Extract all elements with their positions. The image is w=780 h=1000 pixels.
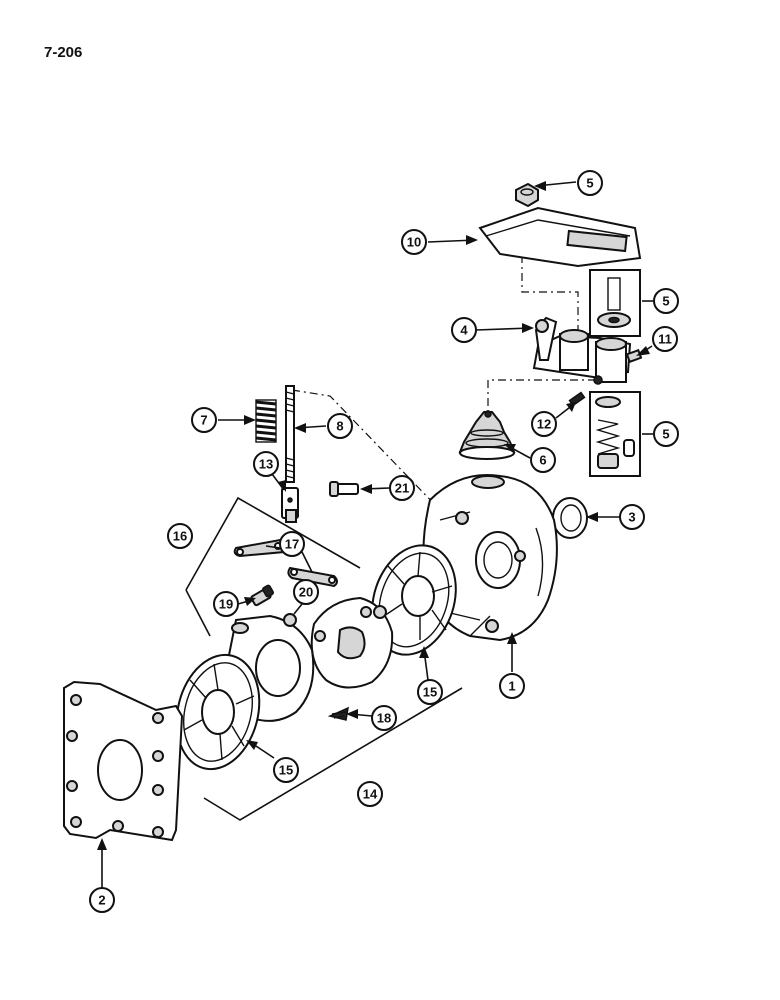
svg-text:12: 12 — [537, 417, 551, 432]
part-18-spring-clip — [327, 706, 349, 721]
callout-7: 7 — [191, 407, 217, 433]
callout-9: 5 — [577, 170, 603, 196]
callout-2: 2 — [89, 887, 115, 913]
part-9-nut — [515, 182, 539, 208]
part-15-left-friction-disc — [175, 653, 261, 771]
alignment-lines — [291, 255, 596, 511]
svg-text:1: 1 — [508, 679, 515, 694]
callout-15-left: 15 — [273, 757, 299, 783]
svg-text:17: 17 — [285, 537, 299, 552]
svg-text:21: 21 — [395, 481, 409, 496]
svg-text:4: 4 — [460, 323, 468, 338]
leader-lines — [97, 181, 653, 888]
svg-text:7: 7 — [200, 413, 207, 428]
part-15-right-friction-disc — [371, 544, 457, 656]
svg-text:5: 5 — [586, 176, 593, 191]
part-13-clevis — [281, 487, 299, 523]
part-12-cover-plate — [478, 206, 642, 268]
part-20-ball — [283, 613, 297, 627]
svg-text:5: 5 — [662, 294, 669, 309]
part-7-spring — [255, 399, 277, 443]
part-14-actuator-plate — [310, 596, 394, 689]
svg-text:20: 20 — [299, 585, 313, 600]
svg-text:5: 5 — [662, 427, 669, 442]
callout-18: 18 — [371, 705, 397, 731]
svg-text:13: 13 — [259, 457, 273, 472]
svg-text:15: 15 — [279, 763, 293, 778]
callout-11: 12 — [531, 411, 557, 437]
callout-3: 3 — [619, 504, 645, 530]
svg-text:8: 8 — [336, 419, 343, 434]
part-4-master-cylinder — [532, 316, 632, 385]
svg-text:16: 16 — [173, 529, 187, 544]
part-1-brake-housing — [422, 474, 558, 642]
part-5-upper-valve-kit — [589, 269, 641, 337]
page-number: 7-206 — [44, 44, 83, 61]
callout-19: 19 — [213, 591, 239, 617]
callout-5-upper: 5 — [653, 288, 679, 314]
callout-13: 13 — [253, 451, 279, 477]
svg-text:10: 10 — [407, 235, 421, 250]
callout-17: 17 — [279, 531, 305, 557]
part-21-pin — [329, 481, 359, 497]
callout-4: 4 — [451, 317, 477, 343]
part-5-lower-piston-kit — [589, 391, 641, 477]
part-19-bolt — [250, 584, 274, 607]
callout-5-lower: 5 — [653, 421, 679, 447]
svg-text:6: 6 — [539, 453, 546, 468]
callout-15-right: 15 — [417, 679, 443, 705]
svg-text:2: 2 — [98, 893, 105, 908]
callout-1: 1 — [499, 673, 525, 699]
part-6-rubber-boot — [458, 410, 516, 460]
callout-6: 6 — [530, 447, 556, 473]
svg-text:3: 3 — [628, 510, 635, 525]
group-brackets — [185, 496, 463, 821]
callout-10: 11 — [652, 326, 678, 352]
callout-12: 10 — [401, 229, 427, 255]
svg-text:18: 18 — [377, 711, 391, 726]
svg-text:14: 14 — [363, 787, 378, 802]
part-8-threaded-rod — [285, 385, 295, 483]
callout-21: 21 — [389, 475, 415, 501]
part-2-mounting-plate — [63, 680, 184, 842]
callout-14: 14 — [357, 781, 383, 807]
callout-16: 16 — [167, 523, 193, 549]
svg-text:15: 15 — [423, 685, 437, 700]
callout-8: 8 — [327, 413, 353, 439]
svg-text:19: 19 — [219, 597, 233, 612]
svg-text:11: 11 — [658, 332, 672, 347]
part-3-seal-ring — [552, 497, 588, 539]
callout-20: 20 — [293, 579, 319, 605]
